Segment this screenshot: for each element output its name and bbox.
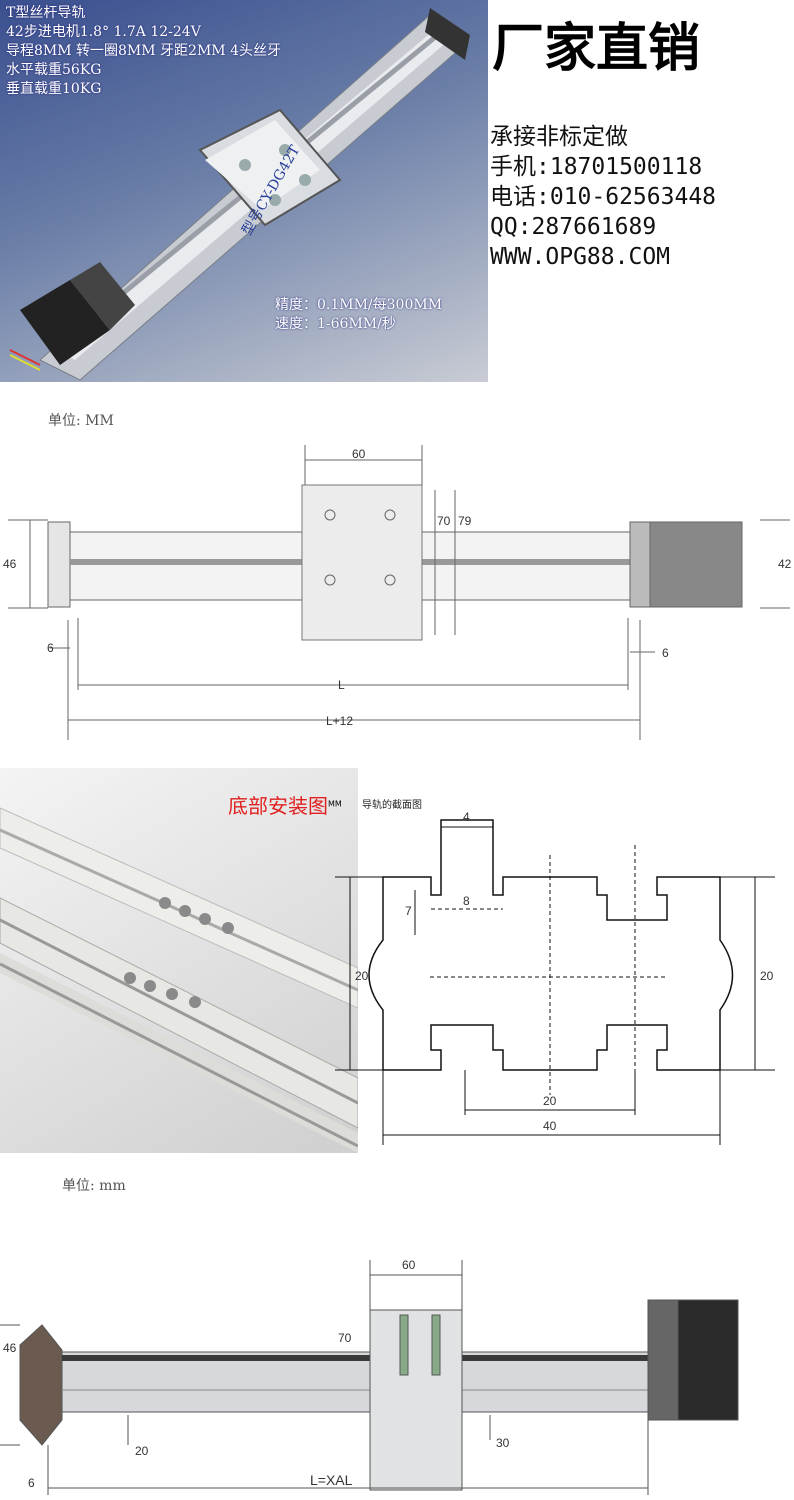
dim-20-bottom: 20	[543, 1094, 557, 1108]
dimension-drawing-1: 60 70 79 46 42 6 6 L L+12	[3, 445, 792, 740]
spec-list: T型丝杆导轨 42步进电机1.8° 1.7A 12-24V 导程8MM 转一圈8…	[6, 4, 281, 99]
dim-70: 70	[437, 514, 451, 528]
section-caption: 导轨的截面图	[362, 800, 422, 811]
headline: 厂家直销	[492, 19, 701, 79]
contact-block: 承接非标定做 手机:18701500118 电话:010-62563448 QQ…	[490, 122, 716, 272]
section-title: 底部安装图	[228, 794, 328, 818]
dim-46: 46	[3, 557, 17, 571]
rail-bottom-photo	[0, 807, 359, 1153]
unit-label-2: 单位: mm	[62, 1178, 126, 1194]
spec-line: T型丝杆导轨	[6, 5, 86, 21]
contact-website[interactable]: WWW.OPG88.COM	[490, 244, 671, 270]
section-unit: MM	[328, 799, 342, 809]
section-title-wrap: 底部安装图MM	[228, 790, 342, 819]
dimension-drawing-2: 60 70 46 20 30 6 L=XAL	[0, 1258, 739, 1495]
dim-20-left: 20	[355, 969, 369, 983]
dim-4: 4	[463, 810, 470, 824]
spec-line: 导程8MM 转一圈8MM 牙距2MM 4头丝牙	[6, 43, 281, 59]
contact-qq: QQ:287661689	[490, 214, 657, 240]
linear-guide-photo	[9, 8, 471, 381]
dim-60: 60	[352, 447, 366, 461]
spec-line: 水平载重56KG	[6, 62, 102, 78]
dim-6-2: 6	[28, 1476, 35, 1490]
dim-79: 79	[458, 514, 472, 528]
contact-phone: 手机:18701500118	[490, 154, 703, 180]
dim-6-left: 6	[47, 641, 54, 655]
performance: 精度：0.1MM/每300MM 速度：1-66MM/秒	[275, 296, 442, 334]
dim-70-2: 70	[338, 1331, 352, 1345]
precision: 精度：0.1MM/每300MM	[275, 297, 443, 313]
contact-line: 承接非标定做	[490, 124, 628, 150]
dim-20-2: 20	[135, 1444, 149, 1458]
dim-60-2: 60	[402, 1258, 416, 1272]
dim-len-2: L=XAL	[310, 1472, 353, 1488]
bottom-mount-photo: 底部安装图MM	[0, 768, 359, 1153]
dim-l12: L+12	[326, 714, 353, 728]
unit-label: 单位: MM	[48, 413, 114, 429]
spec-line: 垂直载重10KG	[6, 81, 102, 97]
dim-40: 40	[543, 1119, 557, 1133]
dim-20-right: 20	[760, 969, 774, 983]
dim-6-right: 6	[662, 646, 669, 660]
dim-30-2: 30	[496, 1436, 510, 1450]
dim-l: L	[338, 678, 345, 692]
contact-tel: 电话:010-62563448	[490, 184, 717, 210]
dim-8: 8	[463, 894, 470, 908]
dim-42: 42	[778, 557, 792, 571]
dim-46-2: 46	[3, 1341, 17, 1355]
speed: 速度：1-66MM/秒	[275, 316, 396, 332]
dim-7: 7	[405, 904, 412, 918]
section-drawing: 4 8 7 20 20 20 40	[335, 810, 775, 1145]
banner-photo: T型丝杆导轨 42步进电机1.8° 1.7A 12-24V 导程8MM 转一圈8…	[0, 0, 488, 382]
spec-line: 42步进电机1.8° 1.7A 12-24V	[6, 24, 201, 40]
